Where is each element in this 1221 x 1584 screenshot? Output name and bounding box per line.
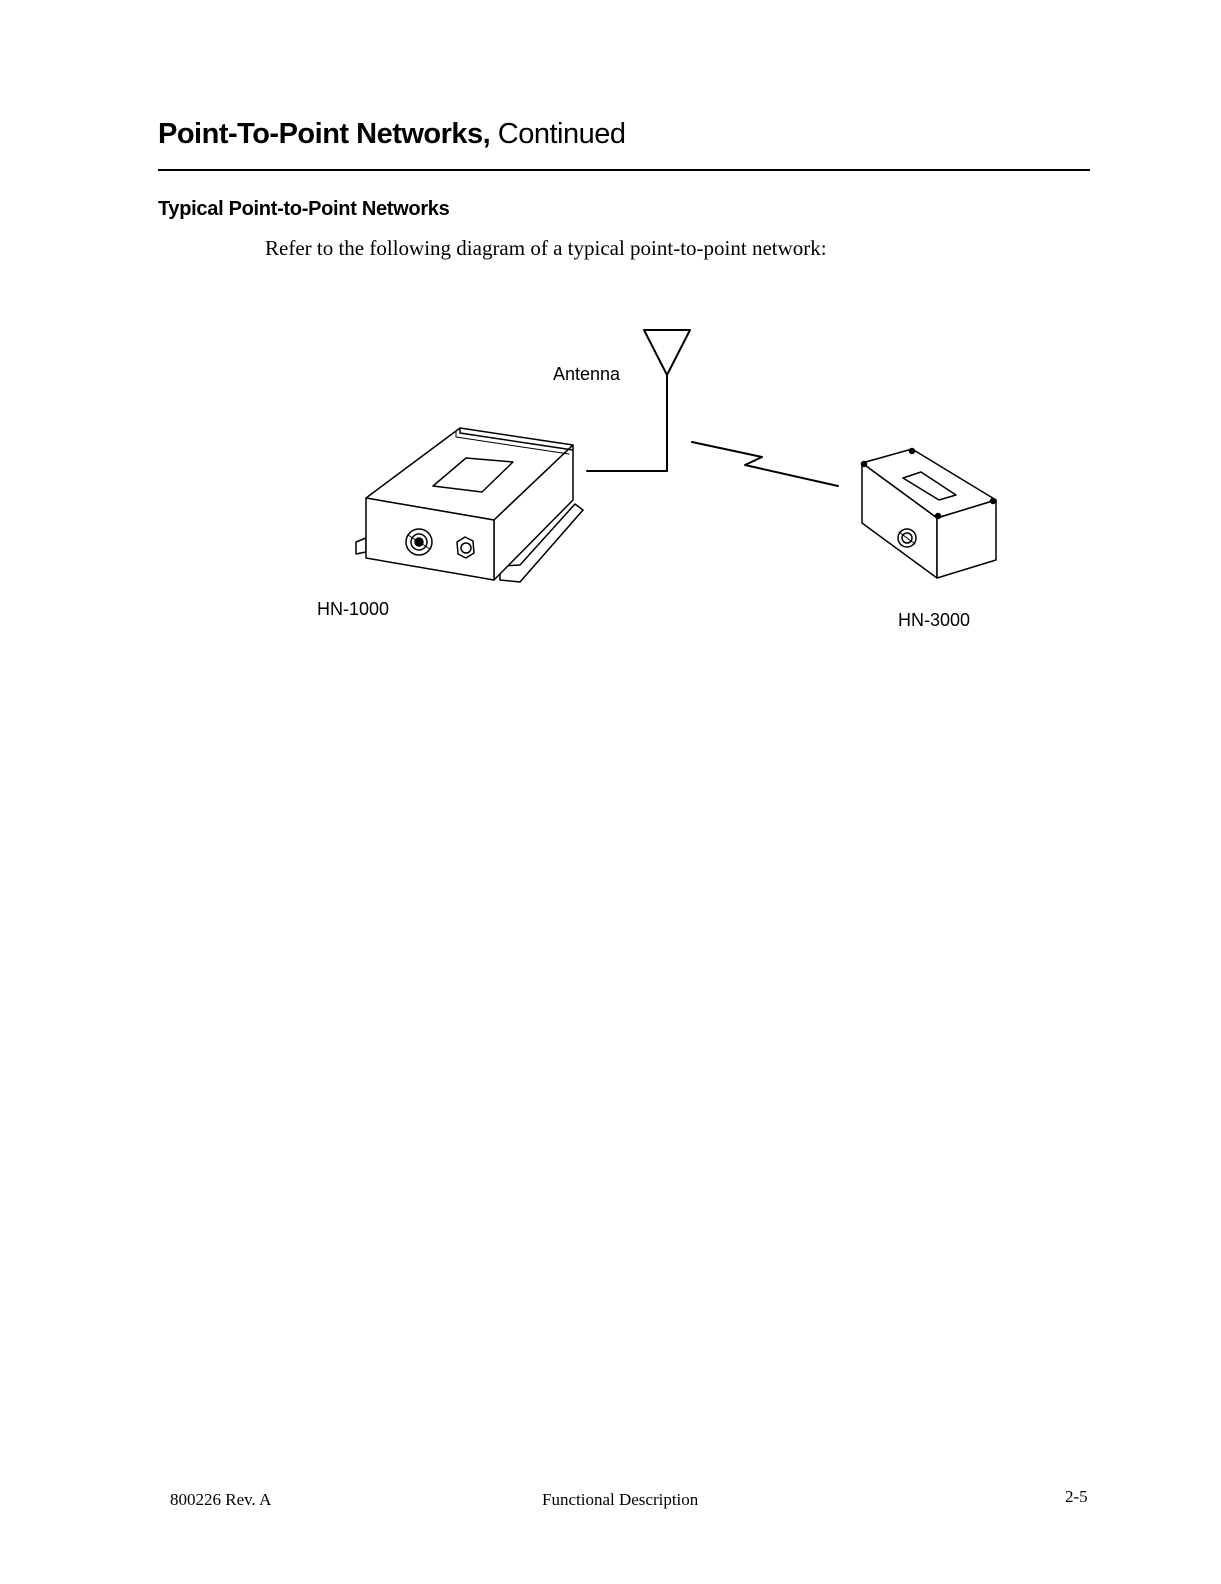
antenna-icon (587, 330, 690, 471)
network-diagram (0, 0, 1221, 700)
footer-section-name: Functional Description (542, 1490, 698, 1510)
hn-1000-device-icon (356, 428, 583, 582)
hn-1000-label: HN-1000 (317, 599, 389, 620)
hn-3000-device-icon (862, 449, 997, 579)
footer-page-number: 2-5 (1065, 1487, 1088, 1507)
hn-3000-label: HN-3000 (898, 610, 970, 631)
radio-link-icon (692, 442, 838, 486)
footer-doc-number: 800226 Rev. A (170, 1490, 271, 1510)
antenna-label: Antenna (553, 364, 620, 385)
